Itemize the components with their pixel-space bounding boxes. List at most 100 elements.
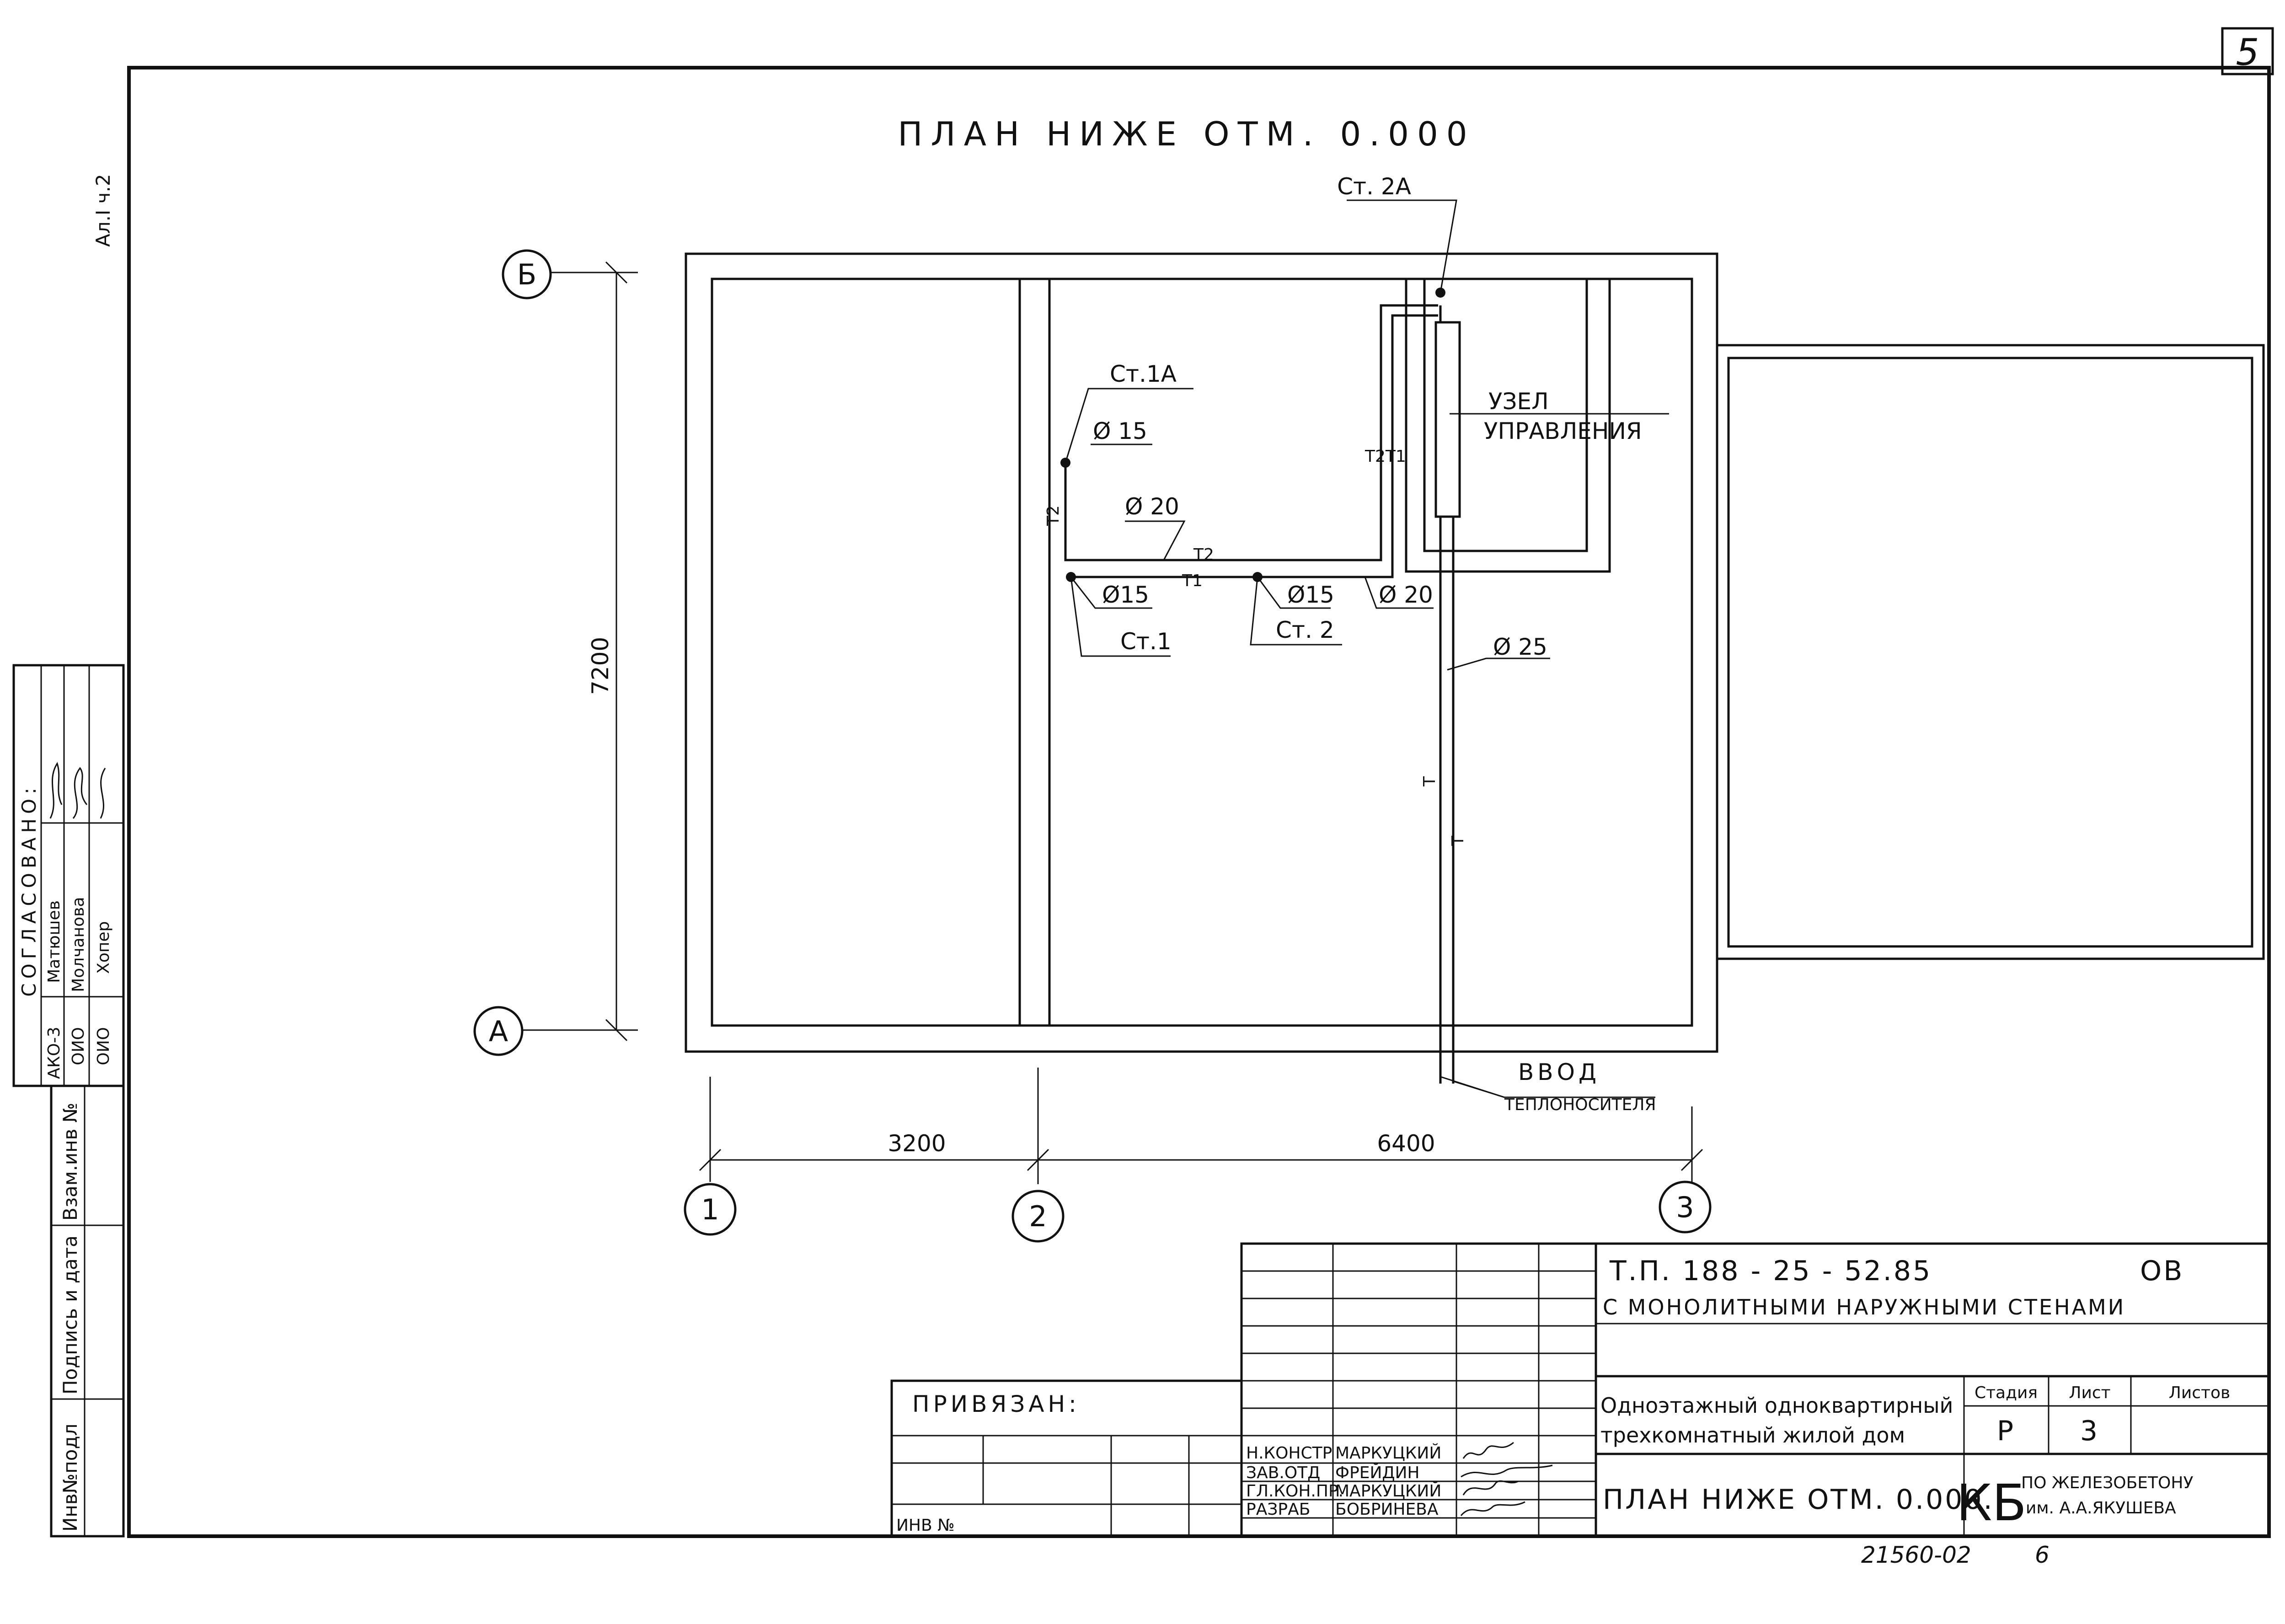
axis-bubble-3 <box>1659 1181 1712 1234</box>
pipe-d15-a: Ø 15 <box>1093 418 1147 444</box>
pipe-d15-b: Ø15 <box>1102 582 1149 608</box>
pipe-d20-a: Ø 20 <box>1125 493 1179 520</box>
pipe-t1 <box>1071 314 1438 578</box>
staff-name-1: МАРКУЦКИЙ <box>1335 1443 1441 1463</box>
org-line2: им. А.А.ЯКУШЕВА <box>2026 1499 2176 1517</box>
approval-name-3: Хопер <box>94 921 113 974</box>
dimensions: 7200 3200 6400 <box>587 261 1703 1184</box>
axis-label-b: Б <box>517 258 537 291</box>
pipe-t-label-a: Т <box>1420 776 1439 787</box>
dim-tick-2 <box>1027 1149 1049 1171</box>
dim-vertical-tick-bottom <box>605 1019 628 1042</box>
inlet-leader-2 <box>1453 1080 1505 1098</box>
axis-label-2: 2 <box>1029 1200 1047 1233</box>
annex-inner <box>1727 357 2253 948</box>
side-stamp-frame <box>50 1084 125 1538</box>
project-line1: Одноэтажный одноквартирный <box>1600 1393 1953 1418</box>
staff-name-2: ФРЕЙДИН <box>1335 1463 1420 1482</box>
approval-org-2: ОИО <box>69 1027 88 1065</box>
footer-code: 21560-02 <box>1861 1542 1971 1568</box>
stage-header: Стадия <box>1975 1384 2038 1402</box>
staff-name-3: МАРКУЦКИЙ <box>1335 1481 1441 1501</box>
plan-title: ПЛАН НИЖЕ ОТМ. 0.000 <box>898 115 1475 153</box>
node-line2: УПРАВЛЕНИЯ <box>1484 418 1642 444</box>
margin-note: Ал.I ч.2 <box>92 174 114 247</box>
staff-signature-4 <box>1460 1501 1525 1516</box>
approval-org-3: ОИО <box>94 1027 113 1065</box>
staff-signature-1 <box>1462 1442 1514 1459</box>
node-line1: УЗЕЛ <box>1488 388 1549 415</box>
pipe-d20-b-leader <box>1364 577 1434 609</box>
staff-role-3: ГЛ.КОН.ПР. <box>1246 1482 1343 1501</box>
staff-signature-2 <box>1461 1464 1553 1478</box>
side-stamp-inv: Инв№подл <box>59 1424 81 1532</box>
approval-name-1: Матюшев <box>45 900 64 983</box>
pipe-d20-b: Ø 20 <box>1379 582 1433 608</box>
axis-bubble-2 <box>1011 1190 1065 1243</box>
staff-role-1: Н.КОНСТР <box>1246 1444 1332 1463</box>
pipe-d20-a-leader <box>1125 520 1186 561</box>
pipe-d15-b-leader <box>1070 577 1152 609</box>
riser-1a-label: Ст.1А <box>1110 361 1177 387</box>
control-unit <box>1434 321 1461 518</box>
pipe-t1-label-a: Т1 <box>1182 572 1203 590</box>
riser-2a-leader <box>1347 199 1457 293</box>
riser-2a-label: Ст. 2А <box>1337 173 1411 200</box>
approval-block: СОГЛАСОВАНО: АКО-3 ОИО ОИО Матюшев Молча… <box>12 664 125 1087</box>
side-stamp: Инв№подл Подпись и дата Взам.инв № <box>50 1084 125 1538</box>
dim-tick-3 <box>1680 1149 1703 1171</box>
org-line1: ПО ЖЕЛЕЗОБЕТОНУ <box>2021 1474 2193 1492</box>
dim-span-2-3: 6400 <box>1377 1130 1435 1157</box>
approval-heading: СОГЛАСОВАНО: <box>18 783 40 997</box>
title-block: ПРИВЯЗАН: ИНВ № Н.КОНСТР МАРКУЦКИЙ ЗАВ.О… <box>890 1242 2270 1538</box>
outer-wall <box>685 252 1718 1053</box>
stage-value: Р <box>1997 1415 2015 1447</box>
staff-role-4: РАЗРАБ <box>1246 1500 1310 1519</box>
riser-1-leader <box>1070 577 1171 657</box>
doc-subtitle: С МОНОЛИТНЫМИ НАРУЖНЫМИ СТЕНАМИ <box>1603 1295 2125 1320</box>
doc-code: Т.П. 188 - 25 - 52.85 <box>1609 1255 1932 1287</box>
axis-bubble-1 <box>684 1183 737 1236</box>
axis-markers: Б А 1 2 3 <box>473 249 1712 1243</box>
doc-suffix: ОВ <box>2140 1255 2184 1287</box>
side-stamp-sign: Подпись и дата <box>59 1235 81 1394</box>
footer-number: 6 <box>2035 1542 2050 1568</box>
pipe-d25: Ø 25 <box>1493 634 1547 660</box>
side-stamp-repl: Взам.инв № <box>59 1103 81 1221</box>
corner-number: 5 <box>2236 31 2259 74</box>
piping <box>1060 288 1461 1084</box>
corner-number-box <box>2221 27 2274 75</box>
axis-bubble-b <box>502 249 552 299</box>
pipe-d25-leader <box>1447 657 1550 671</box>
pipe-t2 <box>1064 304 1438 561</box>
inlet-line1: ВВОД <box>1518 1059 1600 1085</box>
riser-2-leader <box>1250 577 1342 646</box>
approval-name-2: Молчанова <box>69 897 88 992</box>
project-line2: трехкомнатный жилой дом <box>1600 1423 1905 1448</box>
dim-span-1-2: 3200 <box>888 1130 946 1157</box>
annotations: Ст. 2А Ст.1А Ø 15 Т2 Ø 20 Т2 Т1 Ø15 Ст.1… <box>1044 173 1669 1114</box>
staff-role-2: ЗАВ.ОТД <box>1246 1464 1320 1482</box>
control-room-outer <box>1405 279 1611 573</box>
dim-vertical-label: 7200 <box>587 637 614 695</box>
pipe-t2t1-label: Т2Т1 <box>1365 447 1406 466</box>
axis-label-1: 1 <box>701 1193 719 1226</box>
inlet-line2: ТЕПЛОНОСИТЕЛЯ <box>1504 1095 1656 1114</box>
pipe-t2-label-b: Т2 <box>1193 545 1214 564</box>
riser-1a-leader <box>1065 388 1193 463</box>
approval-org-1: АКО-3 <box>45 1027 64 1079</box>
inner-wall <box>711 278 1693 1027</box>
axis-label-3: 3 <box>1676 1191 1694 1224</box>
org-mark: КБ <box>1956 1474 2027 1532</box>
riser-1-label: Ст.1 <box>1120 628 1172 655</box>
bound-frame <box>890 1379 1243 1538</box>
sheet-header: Лист <box>2069 1384 2110 1402</box>
control-room-inner <box>1423 279 1588 552</box>
bound-label: ПРИВЯЗАН: <box>912 1391 1080 1417</box>
axis-bubble-a <box>473 1006 524 1056</box>
inv-label: ИНВ № <box>896 1516 955 1535</box>
building-plan <box>685 252 2265 1053</box>
dim-vertical-tick-top <box>605 261 628 284</box>
